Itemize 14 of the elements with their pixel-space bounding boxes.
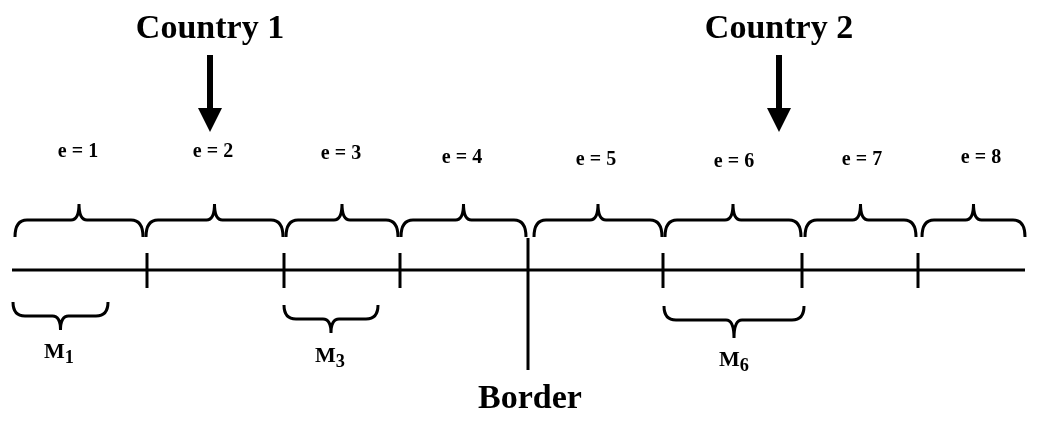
border-label: Border (478, 380, 582, 414)
interval-label: e = 2 (192, 140, 234, 160)
segment-label: M$_{3}$ (315, 344, 345, 371)
region-label: Country 2 (704, 10, 854, 44)
interval-label: e = 6 (713, 150, 755, 170)
segment-label: M$_{1}$ (44, 340, 74, 367)
interval-label: e = 4 (441, 146, 483, 166)
region-label: Country 1 (135, 10, 285, 44)
interval-label: e = 5 (575, 148, 617, 168)
interval-label: e = 8 (960, 146, 1002, 166)
interval-label: e = 7 (841, 148, 883, 168)
segment-label: M$_{6}$ (719, 348, 749, 375)
interval-label: e = 3 (320, 142, 362, 162)
interval-label: e = 1 (57, 140, 99, 160)
